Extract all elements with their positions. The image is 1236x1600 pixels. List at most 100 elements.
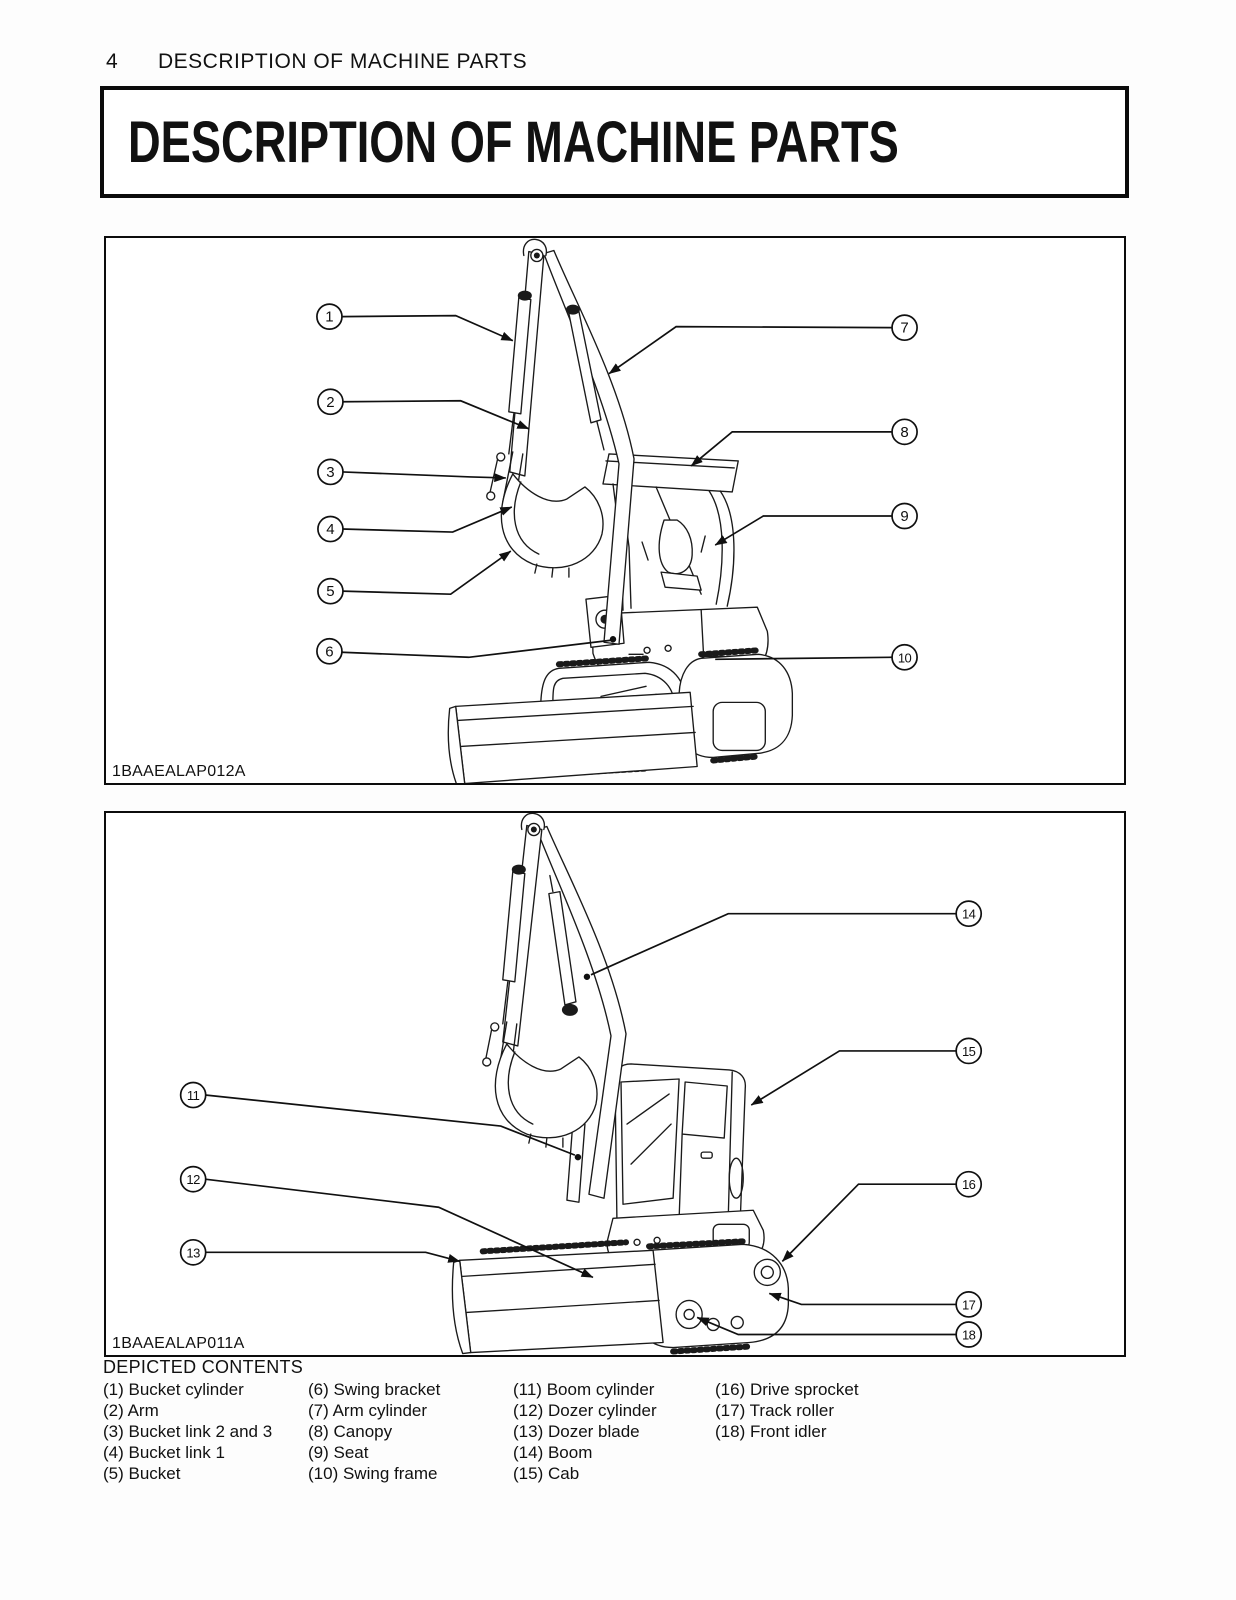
leader-9	[714, 515, 893, 546]
callout-4: 4	[317, 515, 344, 543]
svg-text:2: 2	[326, 394, 334, 411]
legend-item-16: (16) Drive sprocket	[715, 1380, 859, 1399]
drive-sprocket-drawing	[753, 1258, 782, 1287]
legend-item-7: (7) Arm cylinder	[308, 1401, 428, 1420]
machine-drawing	[451, 813, 790, 1355]
svg-text:6: 6	[325, 643, 333, 660]
svg-text:18: 18	[962, 1328, 976, 1343]
svg-text:10: 10	[898, 650, 912, 665]
bucket-cylinder-drawing	[508, 290, 532, 455]
svg-text:7: 7	[900, 320, 908, 337]
legend-item-2: (2) Arm	[103, 1401, 159, 1420]
dozer-blade-drawing	[447, 685, 698, 783]
page-header: 4 DESCRIPTION OF MACHINE PARTS	[0, 50, 1236, 76]
legend-item-3: (3) Bucket link 2 and 3	[103, 1422, 273, 1441]
figure-code-label: 1BAAEALAP012A	[112, 763, 250, 781]
boom-drawing	[536, 825, 627, 1199]
excavator-canopy-drawing: 1 2 3 4 5 6 7 8 9 10	[316, 238, 918, 783]
leader-6	[341, 639, 612, 659]
callouts-11-18: 11 12 13 14 15 16 17 18	[179, 900, 983, 1348]
legend-item-14: (14) Boom	[513, 1443, 593, 1462]
leader-17	[768, 1292, 957, 1306]
legend-item-5: (5) Bucket	[103, 1464, 181, 1483]
callout-10: 10	[891, 643, 918, 671]
legend-item-18: (18) Front idler	[715, 1422, 827, 1441]
callout-12: 12	[179, 1165, 207, 1193]
svg-text:3: 3	[326, 464, 334, 481]
leader-lines	[205, 912, 957, 1336]
callout-14: 14	[955, 900, 983, 928]
leader-18	[696, 1316, 957, 1336]
boom-drawing	[543, 249, 635, 645]
leader-10	[715, 656, 893, 661]
svg-text:5: 5	[326, 583, 334, 600]
leader-8	[690, 430, 893, 467]
bucket-drawing	[500, 473, 604, 578]
leader-1	[341, 314, 514, 342]
legend-item-11: (11) Boom cylinder	[513, 1380, 655, 1399]
leader-7	[608, 325, 893, 375]
legend-item-10: (10) Swing frame	[308, 1464, 438, 1483]
front-idler-drawing	[675, 1299, 703, 1330]
callout-5: 5	[317, 577, 344, 605]
figure-code-label: 1BAAEALAP011A	[112, 1335, 249, 1353]
excavator-cab-drawing: 11 12 13 14 15 16 17 18	[179, 813, 983, 1355]
figure-cab-machine: 11 12 13 14 15 16 17 18 1BAAEALAP011A	[104, 811, 1126, 1357]
arm-drawing	[509, 238, 548, 477]
callout-17: 17	[955, 1291, 983, 1318]
bucket-drawing	[494, 1043, 598, 1148]
callout-3: 3	[317, 458, 344, 486]
running-header-title: DESCRIPTION OF MACHINE PARTS	[158, 50, 528, 73]
leader-5	[342, 550, 512, 596]
chapter-title-box: DESCRIPTION OF MACHINE PARTS	[100, 86, 1129, 198]
figure-canopy-machine: 1 2 3 4 5 6 7 8 9 10 1BAAEALAP012A	[104, 236, 1126, 785]
svg-text:12: 12	[186, 1172, 200, 1187]
bucket-cylinder-drawing	[502, 864, 526, 1025]
callout-11: 11	[179, 1081, 207, 1109]
svg-text:15: 15	[962, 1044, 976, 1059]
callout-7: 7	[891, 314, 918, 342]
machine-drawing	[447, 238, 794, 783]
arm-cylinder-drawing	[565, 304, 605, 451]
callout-16: 16	[955, 1170, 983, 1198]
chapter-title: DESCRIPTION OF MACHINE PARTS	[128, 109, 899, 175]
leader-2	[342, 399, 530, 430]
seat-drawing	[641, 519, 706, 591]
svg-text:4: 4	[326, 521, 334, 538]
legend-item-15: (15) Cab	[513, 1464, 580, 1483]
svg-text:11: 11	[187, 1088, 200, 1103]
svg-text:1: 1	[325, 309, 333, 326]
leader-lines	[341, 314, 893, 661]
svg-text:16: 16	[962, 1177, 976, 1192]
page-number: 4	[106, 50, 119, 73]
track-drawing-right	[678, 647, 794, 764]
legend-heading: DEPICTED CONTENTS	[103, 1357, 304, 1377]
legend-item-8: (8) Canopy	[308, 1422, 393, 1441]
svg-text:9: 9	[900, 508, 908, 525]
legend-item-6: (6) Swing bracket	[308, 1380, 441, 1399]
svg-text:13: 13	[186, 1245, 200, 1260]
leader-15	[750, 1050, 957, 1106]
callout-2: 2	[317, 388, 344, 416]
cab-drawing	[614, 1063, 746, 1227]
legend-item-17: (17) Track roller	[715, 1401, 835, 1420]
svg-text:17: 17	[962, 1297, 976, 1312]
legend-column-4: (16) Drive sprocket (17) Track roller (1…	[715, 1379, 859, 1442]
leader-13	[205, 1251, 461, 1263]
legend-item-12: (12) Dozer cylinder	[513, 1401, 657, 1420]
callout-9: 9	[891, 502, 918, 530]
legend-item-1: (1) Bucket cylinder	[103, 1380, 244, 1399]
callouts-1-10: 1 2 3 4 5 6 7 8 9 10	[316, 303, 918, 671]
legend-column-1: (1) Bucket cylinder (2) Arm (3) Bucket l…	[103, 1379, 272, 1484]
arm-cylinder-drawing	[548, 874, 578, 1016]
callout-8: 8	[891, 418, 918, 446]
leader-3	[342, 471, 507, 483]
leader-12	[205, 1178, 594, 1279]
leader-16	[781, 1183, 957, 1262]
legend-column-2: (6) Swing bracket (7) Arm cylinder (8) C…	[308, 1379, 440, 1484]
svg-text:8: 8	[900, 424, 908, 441]
legend-item-13: (13) Dozer blade	[513, 1422, 640, 1441]
leader-14	[590, 912, 957, 976]
leader-4	[342, 506, 513, 533]
